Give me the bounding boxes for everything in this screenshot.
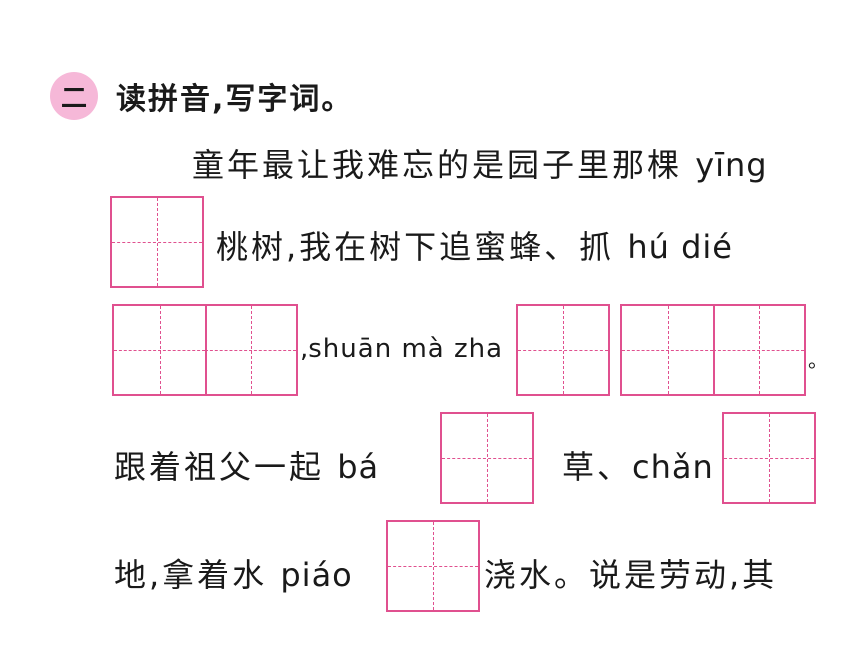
passage-line-4b: 草、chǎn xyxy=(562,442,714,488)
passage-line-5a: 地,拿着水 piáo xyxy=(114,550,353,596)
text-l3-comma: , xyxy=(300,334,309,364)
passage-line-2: 桃树,我在树下追蜜蜂、抓 hú dié xyxy=(216,222,733,268)
pinyin-shuan: shuān mà zha xyxy=(308,334,504,364)
writing-box-chan[interactable] xyxy=(722,412,816,504)
pinyin-ying: yīng xyxy=(695,146,768,184)
text-l5a: 地,拿着水 xyxy=(114,556,268,594)
text-l1: 童年最让我难忘的是园子里那棵 xyxy=(192,146,683,184)
text-l2: 桃树,我在树下追蜜蜂、抓 xyxy=(216,228,615,266)
passage-line-4a: 跟着祖父一起 bá xyxy=(114,442,379,488)
writing-box-ba[interactable] xyxy=(440,412,534,504)
section-title: 读拼音,写字词。 xyxy=(116,82,354,117)
writing-box-ying[interactable] xyxy=(110,196,204,288)
section-number: 二 xyxy=(60,83,87,114)
pinyin-hudie: hú dié xyxy=(627,228,733,266)
pinyin-piao: piáo xyxy=(280,556,353,594)
text-l3-end: 。 xyxy=(808,348,828,372)
pinyin-chan: chǎn xyxy=(632,448,714,486)
passage-line-3-mid: ,shuān mà zha xyxy=(300,334,503,364)
writing-box-shuan[interactable] xyxy=(516,304,610,396)
writing-box-mazha[interactable] xyxy=(620,304,806,396)
section-number-badge: 二 xyxy=(50,72,98,120)
passage-line-1: 童年最让我难忘的是园子里那棵 yīng xyxy=(192,140,768,186)
writing-box-piao[interactable] xyxy=(386,520,480,612)
text-l4a: 跟着祖父一起 xyxy=(114,448,325,486)
writing-box-hudie[interactable] xyxy=(112,304,298,396)
text-l4b: 草、 xyxy=(562,448,633,486)
pinyin-ba: bá xyxy=(337,448,380,486)
passage-line-5b: 浇水。说是劳动,其 xyxy=(484,556,778,594)
